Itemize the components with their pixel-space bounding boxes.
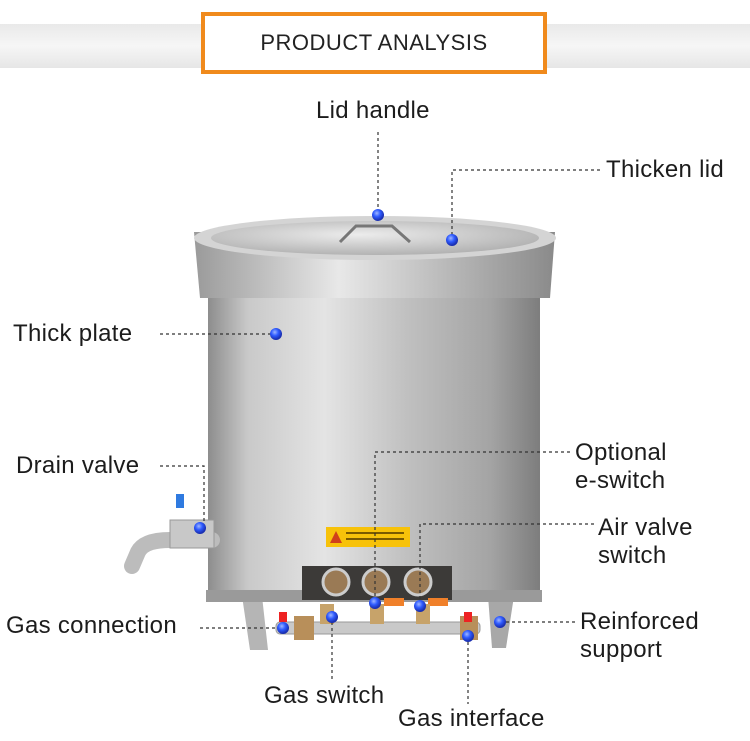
label-thick-plate: Thick plate [13,320,133,347]
burner-knobs [321,567,448,606]
marker-thicken-lid [446,234,458,246]
label-optional-eswitch-1: Optional [575,439,667,466]
label-gas-interface: Gas interface [398,705,545,732]
label-reinforced-2: support [580,636,663,663]
pot-body [208,286,540,602]
label-lid-handle: Lid handle [316,97,430,124]
marker-gas-switch [326,611,338,623]
label-thicken-lid: Thicken lid [606,156,725,183]
marker-thick-plate [270,328,282,340]
label-gas-connection: Gas connection [6,612,177,639]
leader-lines [160,132,600,704]
marker-lid-handle [372,209,384,221]
marker-gas-interface [462,630,474,642]
marker-gas-connection [277,622,289,634]
label-air-valve-1: Air valve [598,514,693,541]
marker-dots [194,209,506,642]
label-drain-valve: Drain valve [16,452,140,479]
marker-optional-eswitch [369,597,381,609]
marker-reinforced-support [494,616,506,628]
drain-valve [124,494,220,574]
gas-pipe [275,604,481,640]
label-reinforced-1: Reinforced [580,608,700,635]
marker-air-valve [414,600,426,612]
lid-handle [338,224,411,244]
lid [211,221,539,255]
label-optional-eswitch-2: e-switch [575,467,666,494]
marker-drain-valve [194,522,206,534]
label-gas-switch: Gas switch [264,682,385,709]
page-title: PRODUCT ANALYSIS [201,12,547,74]
label-air-valve-2: switch [598,542,667,569]
